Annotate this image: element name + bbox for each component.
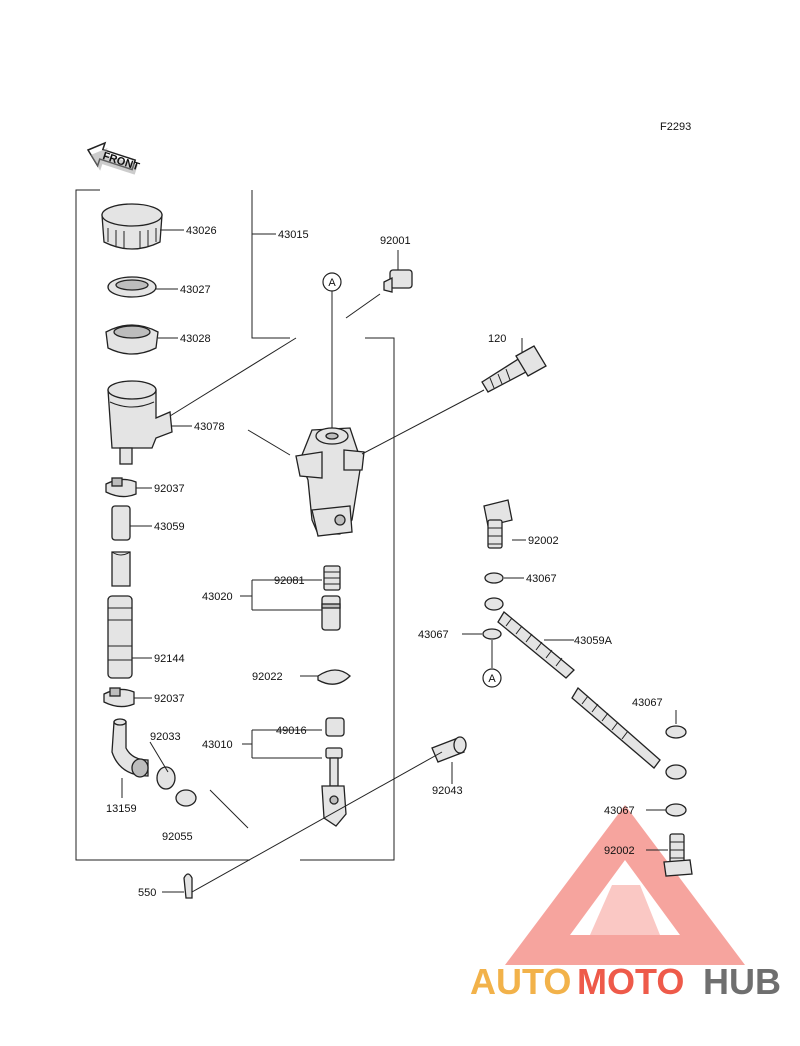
label-43010: 43010 [202, 739, 233, 751]
hose-clamp-upper [105, 477, 137, 498]
body-bracket [247, 429, 291, 456]
master-cylinder-body [295, 427, 365, 537]
reservoir-assembly-bracket [75, 189, 250, 861]
label-550: 550 [138, 887, 156, 899]
label-43059: 43059 [154, 521, 185, 533]
label-43067-4: 43067 [604, 805, 635, 817]
diaphragm-plate [107, 276, 157, 298]
label-43067-1: 43067 [526, 573, 557, 585]
label-92002-upper: 92002 [528, 535, 559, 547]
label-43020: 43020 [202, 591, 233, 603]
label-43059A: 43059A [574, 635, 613, 647]
label-92037-lower: 92037 [154, 693, 185, 705]
reservoir-hose [111, 505, 131, 587]
pin-axis-line [191, 751, 443, 893]
watermark-moto: MOTO [577, 961, 684, 1002]
svg-text:A: A [488, 673, 496, 685]
diaphragm [105, 324, 159, 355]
watermark-logo [505, 805, 745, 965]
watermark-brand-text: AUTO MOTO HUB [470, 961, 781, 1002]
leader-lines [121, 229, 677, 893]
reference-marker-a-bottom: A [482, 668, 502, 688]
copper-washer-1 [484, 572, 504, 584]
svg-text:A: A [328, 277, 336, 289]
label-92022: 92022 [252, 671, 283, 683]
elbow-seal-ring [175, 789, 197, 807]
banjo-bolt-upper [483, 499, 513, 549]
mounting-bolt-long [481, 345, 547, 393]
label-92001: 92001 [380, 235, 411, 247]
copper-washer-4 [665, 803, 687, 817]
clevis-collar [431, 736, 467, 763]
copper-washer-2 [482, 628, 502, 640]
label-92037-upper: 92037 [154, 483, 185, 495]
label-120: 120 [488, 333, 506, 345]
label-92002-lower: 92002 [604, 845, 635, 857]
watermark-auto: AUTO [470, 961, 571, 1002]
front-arrow-icon: FRONT [86, 141, 141, 175]
label-13159: 13159 [106, 803, 137, 815]
label-92081: 92081 [274, 575, 305, 587]
watermark-hub: HUB [703, 961, 781, 1002]
push-rod [321, 747, 347, 827]
circlip [317, 669, 351, 685]
label-43067-3: 43067 [632, 697, 663, 709]
cotter-pin [183, 873, 193, 899]
label-92144: 92144 [154, 653, 185, 665]
reference-marker-a-top: A [322, 272, 342, 292]
figure-code: F2293 [660, 121, 691, 133]
banjo-bolt-lower [663, 833, 693, 877]
label-92043: 92043 [432, 785, 463, 797]
label-43027: 43027 [180, 284, 211, 296]
elbow-o-ring [156, 766, 176, 790]
label-92055: 92055 [162, 831, 193, 843]
label-43015: 43015 [278, 229, 309, 241]
piston [321, 595, 341, 631]
master-cylinder-assembly-bracket [251, 190, 395, 861]
mounting-bolt-small [383, 269, 413, 293]
label-49016: 49016 [276, 725, 307, 737]
label-43067-2: 43067 [418, 629, 449, 641]
copper-washer-3 [665, 725, 687, 739]
dust-boot [325, 717, 345, 737]
reservoir-cap [101, 203, 163, 250]
brake-hose [484, 597, 687, 780]
reservoir-tank [107, 380, 173, 465]
hose-elbow-joint [111, 718, 149, 778]
label-92033: 92033 [150, 731, 181, 743]
label-43078: 43078 [194, 421, 225, 433]
breather-hose [107, 595, 133, 679]
label-43026: 43026 [186, 225, 217, 237]
label-43028: 43028 [180, 333, 211, 345]
seal-leader [209, 789, 249, 829]
piston-spring [323, 565, 341, 591]
part-labels: 43026 43015 92001 43027 43028 120 43078 … [106, 225, 663, 899]
hose-clamp-lower [103, 687, 135, 708]
